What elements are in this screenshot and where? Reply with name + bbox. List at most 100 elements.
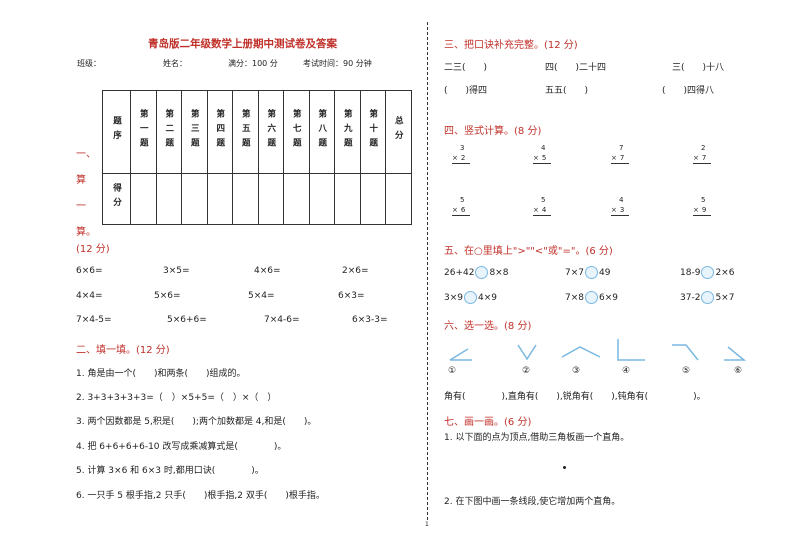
vertex-dot[interactable] bbox=[563, 466, 566, 469]
vertical-calc-7: 4×3 bbox=[611, 195, 629, 216]
angle-label-5: ⑤ bbox=[682, 366, 691, 376]
angle-2-shape bbox=[517, 344, 537, 361]
score-cell[interactable] bbox=[130, 173, 157, 225]
times-sign: × bbox=[452, 206, 458, 214]
times-sign: × bbox=[533, 154, 539, 162]
compare-circle[interactable] bbox=[701, 291, 715, 304]
row-head-defen: 得分 bbox=[102, 173, 131, 225]
name-label: 姓名： bbox=[163, 59, 187, 68]
calc-bottom-number: 2 bbox=[460, 154, 466, 162]
s2-item-1: 1. 角是由一个( )和两条( )组成的。 bbox=[76, 369, 246, 379]
col-2: 第二题 bbox=[155, 90, 182, 174]
section7-heading: 七、画一画。(6 分) bbox=[444, 417, 532, 428]
col-5: 第五题 bbox=[232, 90, 259, 174]
calc-top-number: 5 bbox=[701, 196, 706, 204]
vertical-calc-3: 7×7 bbox=[611, 143, 629, 164]
angle-label-1: ① bbox=[448, 366, 457, 376]
col-4: 第四题 bbox=[206, 90, 233, 174]
score-cell[interactable] bbox=[308, 173, 335, 225]
calc-bottom-number: 4 bbox=[541, 206, 547, 214]
full-score: 满分：100 分 bbox=[228, 59, 278, 68]
compare-circle[interactable] bbox=[464, 291, 477, 304]
s1-r1c4: 2×6= bbox=[342, 266, 369, 276]
score-cell[interactable] bbox=[359, 173, 386, 225]
compare-circle[interactable] bbox=[701, 266, 715, 279]
page-title: 青岛版二年级数学上册期中测试卷及答案 bbox=[148, 38, 337, 50]
angle-figures bbox=[449, 339, 747, 361]
calc-bottom-row: ×6 bbox=[452, 205, 470, 216]
column-divider bbox=[427, 22, 428, 520]
section6-heading: 六、选一选。(8 分) bbox=[444, 321, 532, 332]
angle-answer-line: 角有( ),直角有( ),锐角有( ),钝角有( )。 bbox=[444, 392, 706, 402]
angle-3-shape bbox=[561, 346, 601, 358]
times-sign: × bbox=[533, 206, 539, 214]
score-cell[interactable] bbox=[257, 173, 284, 225]
calc-bottom-row: ×3 bbox=[611, 205, 629, 216]
s2-item-3: 3. 两个因数都是 5,积是( );两个加数都是 4,和是( )。 bbox=[76, 417, 317, 427]
s3-r1c3: 三( )十八 bbox=[672, 63, 725, 73]
times-sign: × bbox=[693, 154, 699, 162]
times-sign: × bbox=[611, 154, 617, 162]
compare-circle[interactable] bbox=[585, 266, 598, 279]
col-3: 第三题 bbox=[181, 90, 208, 174]
angle-5-shape bbox=[672, 344, 699, 361]
s1-r3c4: 6×3-3= bbox=[352, 315, 388, 325]
s2-item-5: 5. 计算 3×6 和 6×3 时,都用口诀( )。 bbox=[76, 466, 264, 476]
score-cell[interactable] bbox=[181, 173, 208, 225]
section3-heading: 三、把口诀补充完整。(12 分) bbox=[444, 40, 578, 51]
s1-r2c1: 4×4= bbox=[76, 291, 103, 301]
compare-circle[interactable] bbox=[585, 291, 598, 304]
s3-r2c2: 五五( ) bbox=[545, 86, 589, 96]
calc-top-number: 4 bbox=[541, 144, 546, 152]
section1-points: (12 分) bbox=[76, 244, 110, 255]
vertical-calc-2: 4×5 bbox=[533, 143, 551, 164]
s1-r3c3: 7×4-6= bbox=[264, 315, 300, 325]
score-cell[interactable] bbox=[283, 173, 310, 225]
calc-bottom-number: 9 bbox=[701, 206, 707, 214]
vertical-calc-4: 2×7 bbox=[693, 143, 711, 164]
calc-top-number: 2 bbox=[701, 144, 706, 152]
calc-bottom-number: 7 bbox=[619, 154, 625, 162]
col-6: 第六题 bbox=[257, 90, 284, 174]
col-10: 第十题 bbox=[359, 90, 386, 174]
calc-top-number: 5 bbox=[541, 196, 546, 204]
calc-bottom-number: 6 bbox=[460, 206, 466, 214]
calc-top-number: 3 bbox=[460, 144, 465, 152]
angle-label-6: ⑥ bbox=[734, 366, 743, 376]
s1-r1c2: 3×5= bbox=[163, 266, 190, 276]
s1-r1c1: 6×6= bbox=[76, 266, 103, 276]
col-8: 第八题 bbox=[308, 90, 335, 174]
angle-4-shape bbox=[617, 339, 645, 361]
col-9: 第九题 bbox=[334, 90, 361, 174]
s7-q2: 2. 在下图中画一条线段,使它增加两个直角。 bbox=[444, 497, 621, 507]
angle-1-shape bbox=[449, 348, 469, 361]
score-cell[interactable] bbox=[334, 173, 361, 225]
s3-r2c3: ( )四得八 bbox=[662, 86, 715, 96]
s1-r2c4: 6×3= bbox=[338, 291, 365, 301]
calc-top-number: 7 bbox=[619, 144, 624, 152]
angle-label-2: ② bbox=[522, 366, 531, 376]
score-cell[interactable] bbox=[206, 173, 233, 225]
calc-top-number: 5 bbox=[460, 196, 465, 204]
calc-bottom-number: 3 bbox=[619, 206, 625, 214]
vertical-calc-5: 5×6 bbox=[452, 195, 470, 216]
score-cell[interactable] bbox=[385, 173, 412, 225]
s1-r3c1: 7×4-5= bbox=[76, 315, 112, 325]
score-cell[interactable] bbox=[155, 173, 182, 225]
vertical-calc-8: 5×9 bbox=[693, 195, 711, 216]
calc-top-number: 4 bbox=[619, 196, 624, 204]
score-cell[interactable] bbox=[232, 173, 259, 225]
section5-heading: 五、在○里填上">""<"或"="。(6 分) bbox=[444, 246, 613, 257]
compare-circle[interactable] bbox=[475, 266, 489, 279]
s2-item-2: 2. 3+3+3+3+3=（ ）×5+5=（ ）×（ ） bbox=[76, 393, 277, 403]
exam-time: 考试时间：90 分钟 bbox=[303, 59, 372, 68]
s3-r1c1: 二三( ) bbox=[444, 63, 488, 73]
s2-item-6: 6. 一只手 5 根手指,2 只手( )根手指,2 双手( )根手指。 bbox=[76, 491, 325, 501]
s1-r1c3: 4×6= bbox=[254, 266, 281, 276]
